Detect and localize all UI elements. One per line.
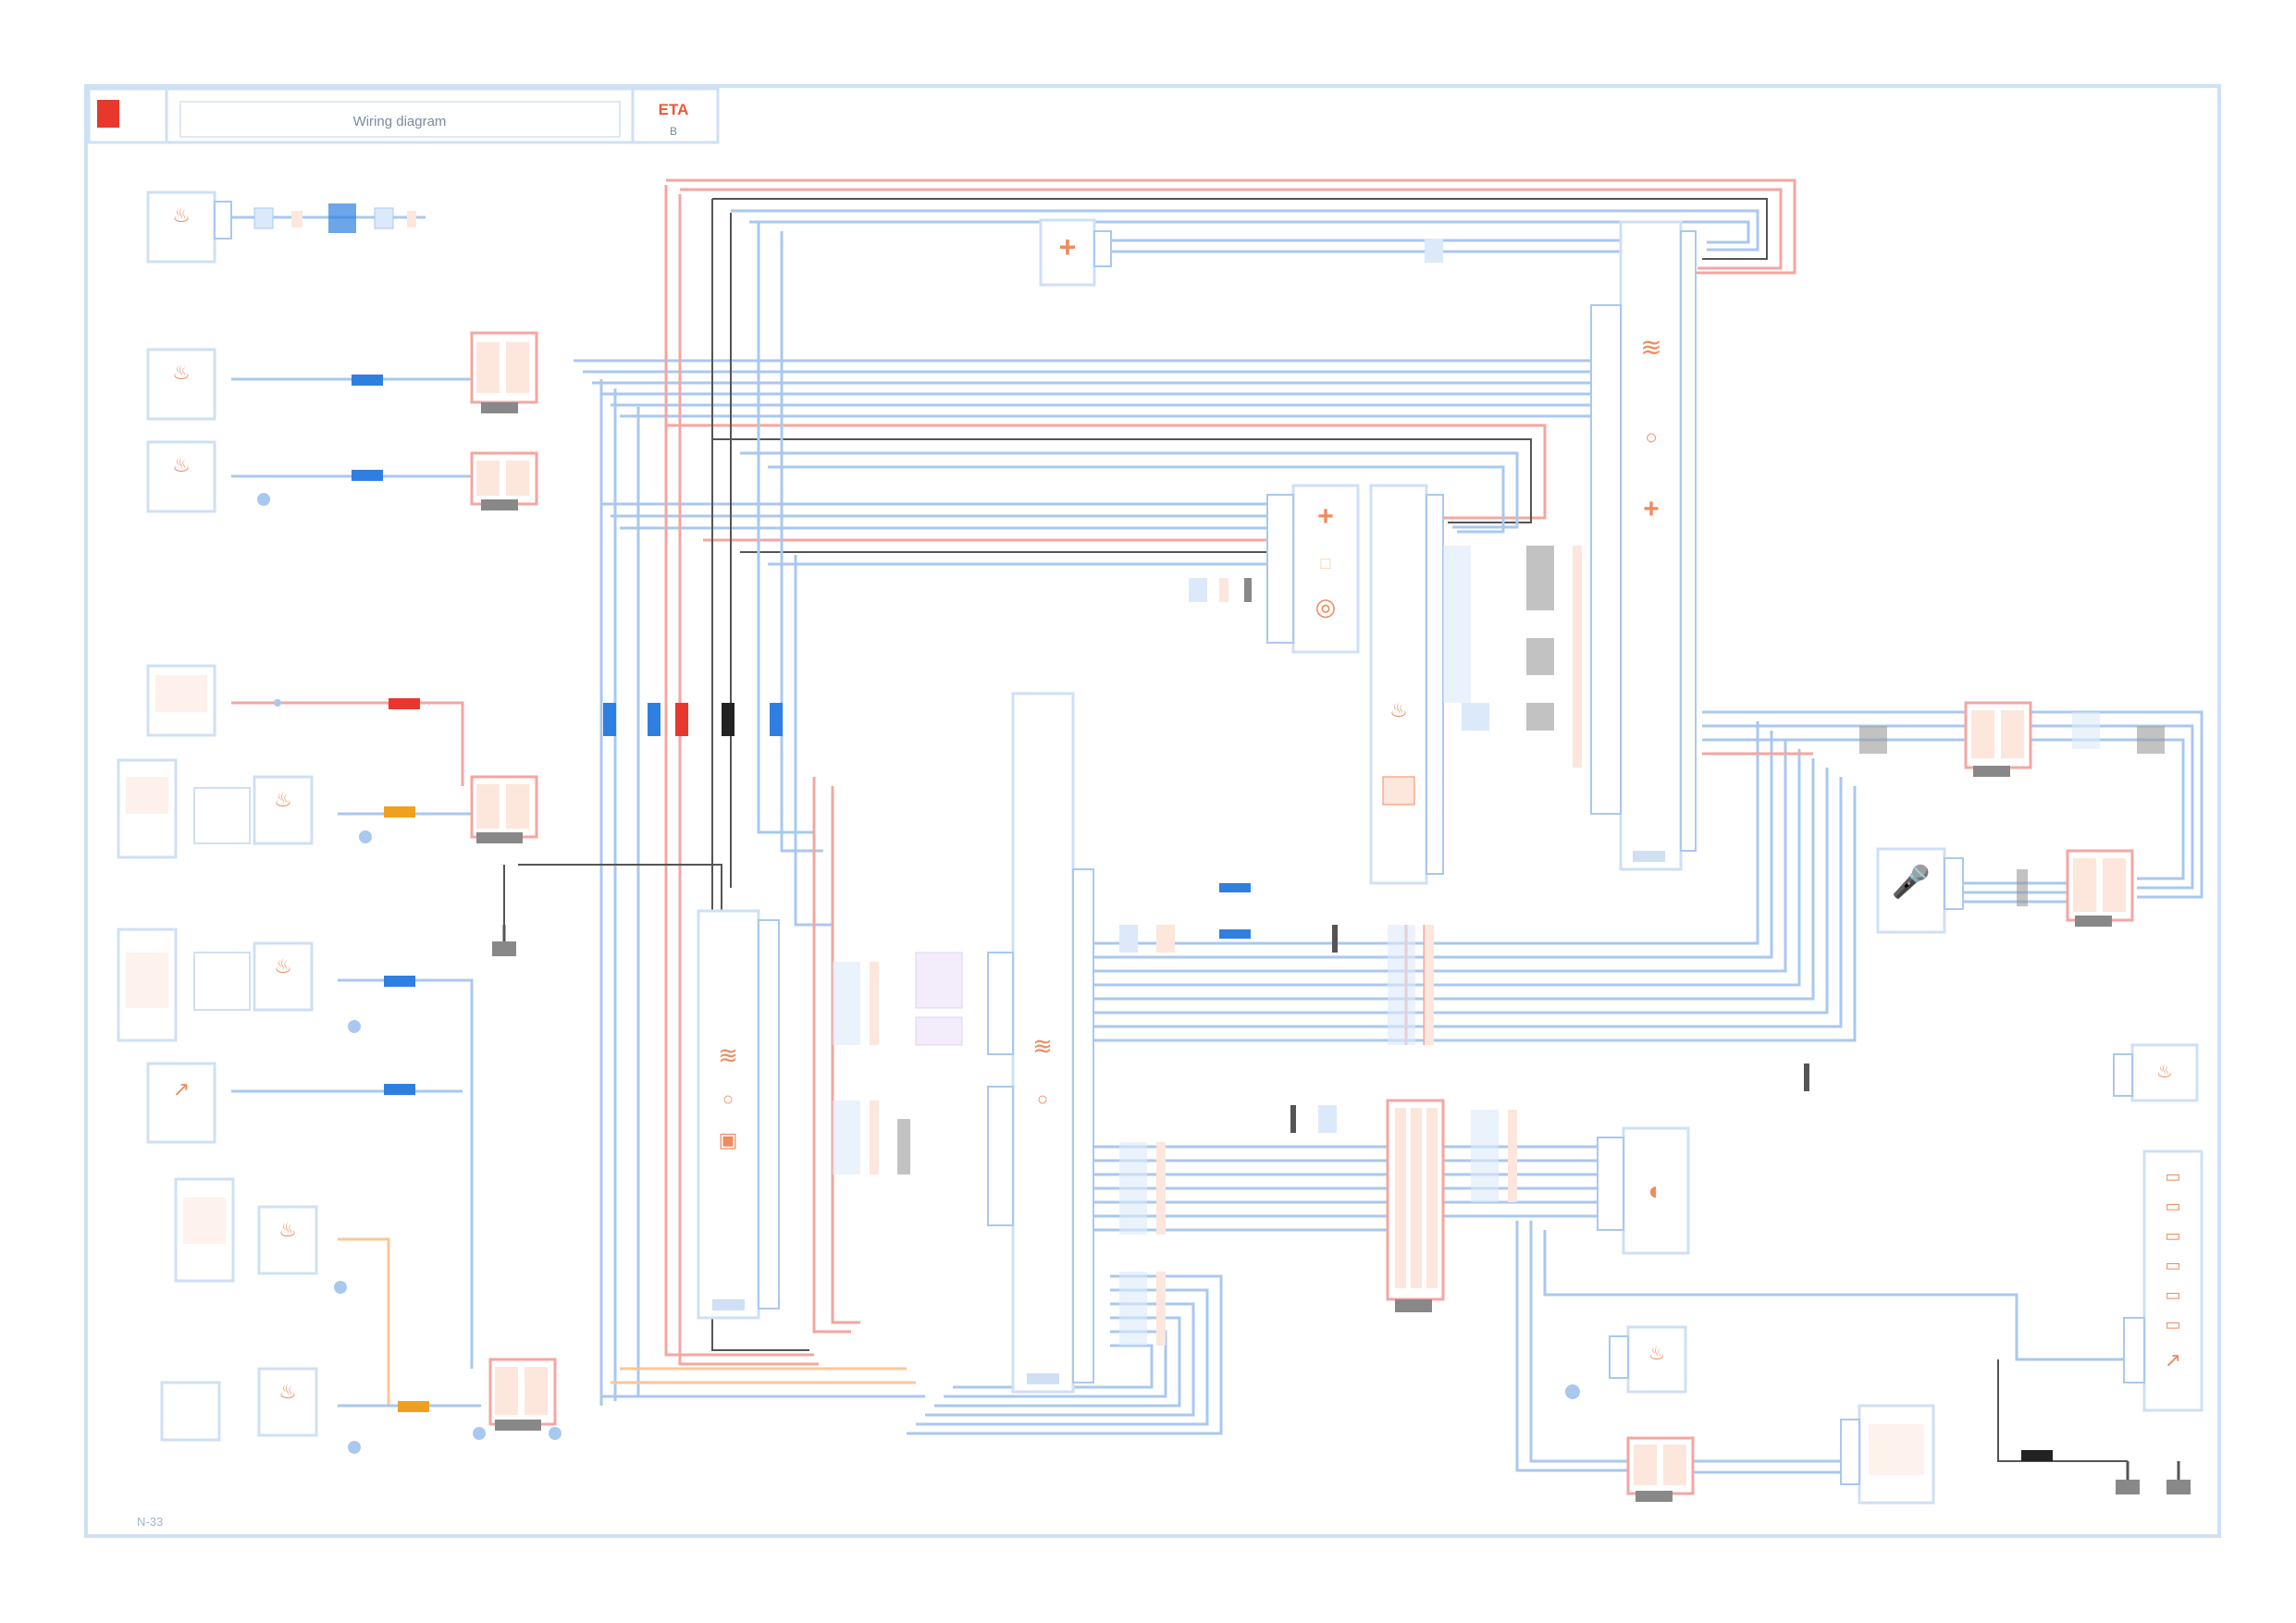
ecu-upper: ≋ ○ + (1590, 220, 1697, 871)
connector-icon (398, 1401, 429, 1412)
sensor-3 (146, 440, 216, 513)
connector-icon (384, 1084, 415, 1095)
sensor-icon: ♨ (274, 788, 292, 811)
sensor-icon: ♨ (278, 1218, 297, 1241)
module-right-center: ♨ (1369, 484, 1582, 885)
sensor-5 (253, 775, 314, 845)
sensor-icon: ♨ (172, 361, 191, 384)
wire-bundles (231, 178, 2203, 1489)
ground-3 (2166, 1461, 2191, 1494)
sensor-row-4 (146, 664, 420, 737)
horn: ◐ (1597, 1126, 1690, 1255)
sensor-icon: ♨ (172, 204, 191, 227)
module-center: + □ ◎ (1189, 484, 1360, 654)
svg-text:▭: ▭ (2165, 1197, 2180, 1215)
svg-text:♨: ♨ (1389, 698, 1408, 721)
sensor-row-1: ♨ (146, 191, 416, 264)
svg-text:○: ○ (1645, 425, 1657, 449)
ecu-main: ≋ ○ (987, 692, 1094, 1394)
diagram-code: ETA (659, 101, 689, 118)
connector-icon (384, 976, 415, 987)
warning-icon (97, 100, 119, 128)
svg-text:↗: ↗ (2165, 1348, 2181, 1371)
connector-block-lower (1386, 1099, 1517, 1312)
sensor-row-9: ♨ (160, 1358, 562, 1454)
connector-icon (352, 375, 383, 386)
fuse-icon: ▭ (2165, 1167, 2180, 1186)
sensor-icon: ♨ (172, 453, 191, 476)
diagram-code-sub: B (670, 125, 677, 138)
sensor-icon: ↗ (173, 1077, 190, 1100)
speaker: 🎤 (1876, 847, 2134, 934)
sensor-icon: ♨ (278, 1380, 297, 1403)
sensor-icon: ♨ (274, 954, 292, 977)
relay-right-top (1859, 701, 2165, 777)
svg-text:◎: ◎ (1315, 593, 1337, 621)
module-icon: ≋ (718, 1041, 738, 1069)
horn-icon: ◐ (1648, 1176, 1664, 1205)
diagram-title: Wiring diagram (353, 114, 447, 129)
svg-text:▭: ▭ (2165, 1315, 2180, 1334)
sensor-icon: ♨ (1648, 1344, 1665, 1364)
diagram-frame (84, 84, 2221, 1538)
connector-icon (384, 806, 415, 818)
sensor-6 (253, 941, 314, 1012)
fuse-icon: + (1059, 230, 1077, 264)
ground-icon (492, 941, 516, 956)
sensor-8 (257, 1205, 318, 1275)
module-lower-left: ≋ ○ ▣ (697, 909, 780, 1320)
connector-icon (352, 470, 383, 481)
svg-text:▭: ▭ (2165, 1256, 2180, 1274)
sensor-9 (257, 1367, 318, 1437)
svg-text:▣: ▣ (719, 1128, 738, 1151)
ground-icon (2166, 1480, 2191, 1494)
relay-lower-right (1626, 1404, 1935, 1505)
connector-icon (328, 203, 356, 233)
fuse-strip: ▭ ▭ ▭ ▭ ▭ ▭ ↗ (2123, 1150, 2203, 1412)
svg-text:▭: ▭ (2165, 1226, 2180, 1245)
svg-text:○: ○ (722, 1089, 734, 1110)
ground-1 (492, 925, 516, 956)
svg-text:○: ○ (1037, 1089, 1048, 1110)
sensor-row-3: ♨ (146, 440, 538, 513)
svg-text:▭: ▭ (2165, 1285, 2180, 1304)
trunk-connectors (603, 703, 783, 736)
connector-icon (389, 698, 420, 709)
relay-top: + (1039, 218, 1443, 287)
title-block: Wiring diagram ETA B (87, 87, 720, 144)
module-icon: + (1317, 501, 1334, 532)
speaker-icon: 🎤 (1892, 863, 1931, 900)
ecu-icon: ≋ (1640, 333, 1661, 362)
sensor-row-8: ♨ (174, 1177, 347, 1294)
ground-2 (2021, 1450, 2140, 1494)
ground-icon (2116, 1480, 2140, 1494)
diagram-ref: N-33 (137, 1515, 163, 1529)
interconnects (833, 883, 1809, 1346)
svg-text:□: □ (1321, 554, 1331, 572)
small-right-sensor: ♨ (2113, 1043, 2199, 1102)
sensor-row-5: ♨ (117, 758, 538, 859)
svg-text:+: + (1643, 494, 1660, 524)
svg-text:♨: ♨ (2156, 1062, 2173, 1082)
sensor-7 (146, 1062, 216, 1144)
sensor-row-2: ♨ (146, 331, 538, 421)
sensor-2 (146, 348, 216, 421)
sensor-row-7: ↗ (146, 1062, 415, 1144)
sensor-row-6: ♨ (117, 928, 415, 1042)
lower-small-sensor: ♨ (1565, 1325, 1687, 1399)
ecu-icon: ≋ (1032, 1032, 1053, 1060)
